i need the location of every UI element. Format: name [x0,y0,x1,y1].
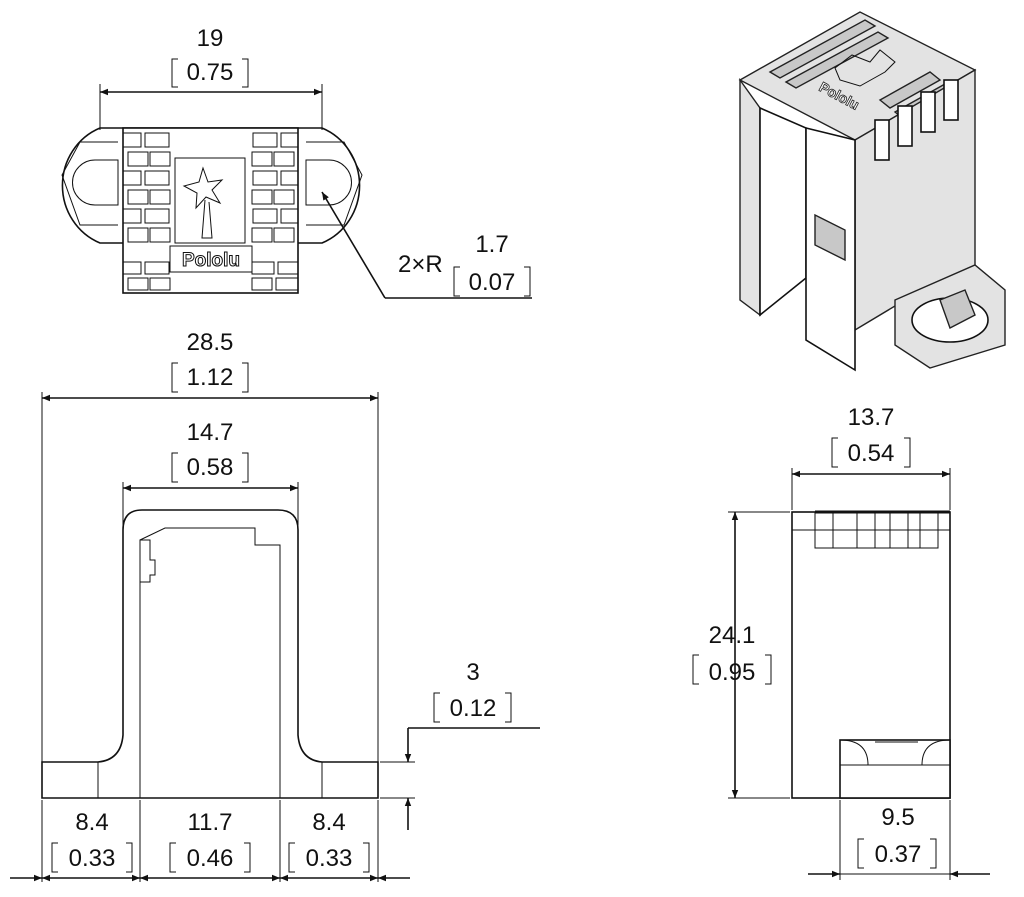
radius-prefix: 2×R [398,251,443,278]
radius-mm: 1.7 [475,231,508,258]
overall-width-mm: 28.5 [187,329,234,356]
overall-width-in: 1.12 [187,364,234,391]
top-width-mm: 19 [197,25,224,52]
isometric-view: Pololu [738,11,1006,372]
side-width-mm: 13.7 [848,404,895,431]
foot-height-mm: 3 [466,659,479,686]
inner-width-in: 0.58 [187,454,234,481]
radius-in: 0.07 [469,269,516,296]
foot-height-in: 0.12 [450,695,497,722]
side-height-in: 0.95 [709,659,756,686]
side-bottom-mm: 9.5 [881,804,914,831]
side-width-in: 0.54 [848,440,895,467]
side-bottom-in: 0.37 [875,841,922,868]
right-foot-mm: 8.4 [312,809,345,836]
side-view: 13.7 0.54 24.1 0.95 9.5 0.37 [692,404,990,880]
logo-text: Pololu [182,250,240,271]
front-view: 28.5 1.12 14.7 0.58 3 0.12 8.4 0.33 11.7 [10,329,540,882]
left-foot-mm: 8.4 [75,809,108,836]
center-gap-in: 0.46 [187,845,234,872]
inner-width-mm: 14.7 [187,419,234,446]
top-width-in: 0.75 [187,59,234,86]
top-view: Pololu 19 0.75 2×R 1.7 0.07 [61,25,532,299]
side-height-mm: 24.1 [709,622,756,649]
right-foot-in: 0.33 [306,845,353,872]
center-gap-mm: 11.7 [188,809,233,836]
left-foot-in: 0.33 [69,845,116,872]
